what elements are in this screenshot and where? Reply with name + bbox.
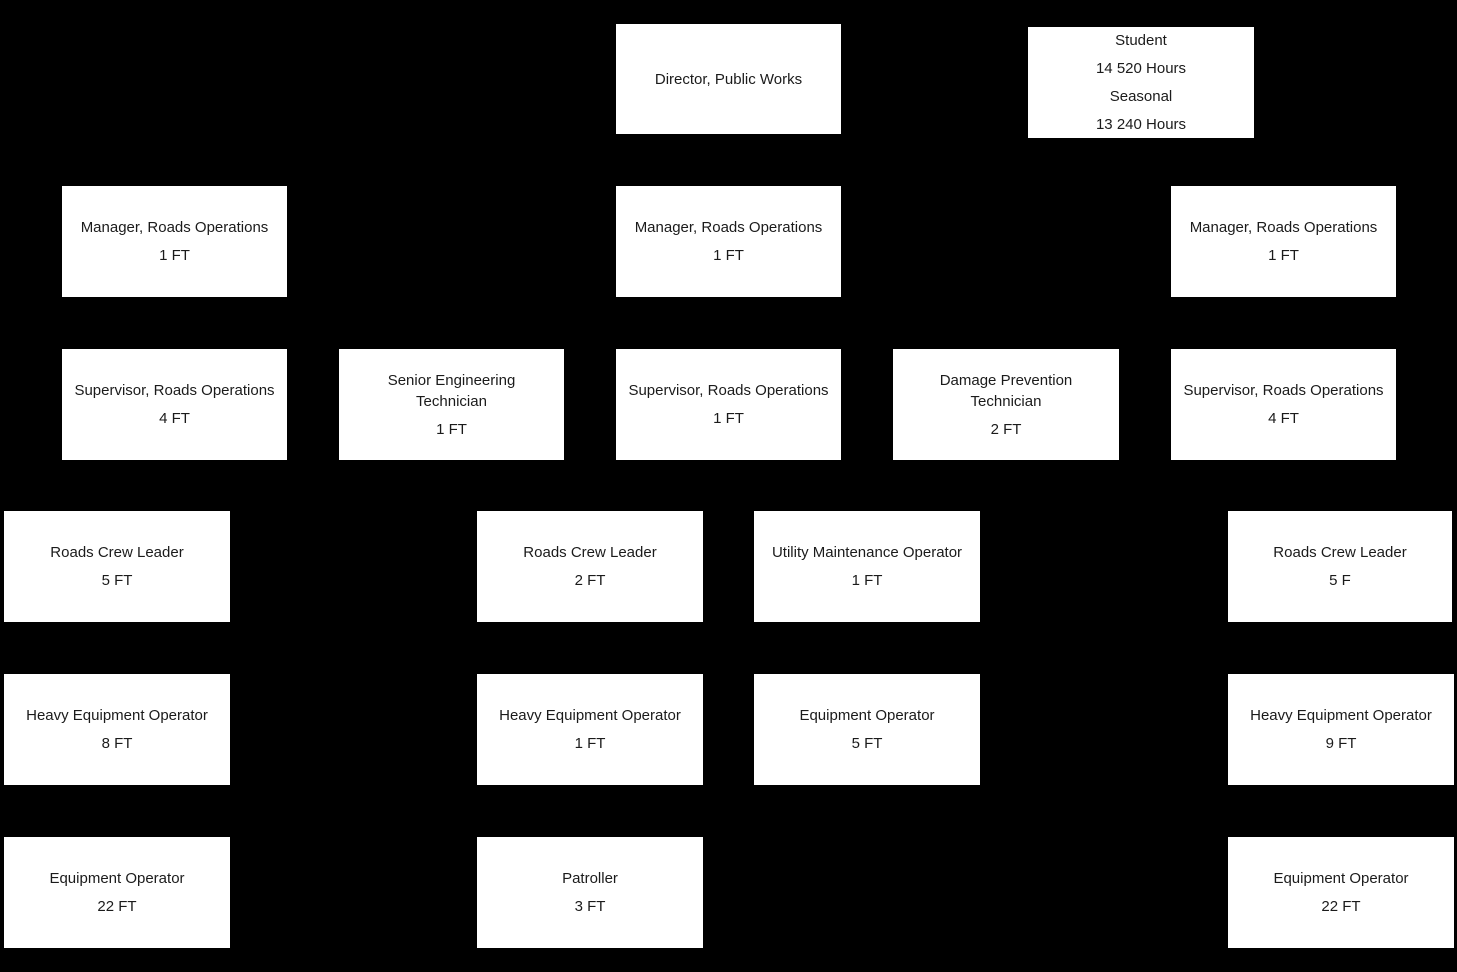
box-title: Roads Crew Leader — [50, 544, 184, 561]
box-title: Equipment Operator — [49, 870, 185, 887]
box-title: Manager, Roads Operations — [634, 219, 823, 236]
box-count: 5 FT — [101, 572, 133, 589]
box-title: Senior Engineering Technician — [387, 371, 516, 410]
box-title: Supervisor, Roads Operations — [1183, 382, 1384, 399]
box-title: Heavy Equipment Operator — [26, 707, 208, 724]
box-title: Patroller — [562, 870, 618, 887]
org-box-supervisor-roads-operations-center: Supervisor, Roads Operations 1 FT — [616, 349, 841, 460]
org-box-patroller: Patroller 3 FT — [477, 837, 703, 948]
org-box-utility-maintenance-operator: Utility Maintenance Operator 1 FT — [754, 511, 980, 622]
org-box-heavy-equipment-operator-left: Heavy Equipment Operator 8 FT — [4, 674, 230, 785]
org-box-equipment-operator-right: Equipment Operator 22 FT — [1228, 837, 1454, 948]
box-count: 1 FT — [436, 420, 467, 438]
box-title: Supervisor, Roads Operations — [628, 382, 829, 399]
box-count: 3 FT — [574, 898, 606, 915]
box-title: Utility Maintenance Operator — [771, 544, 963, 561]
org-box-manager-roads-operations-right: Manager, Roads Operations 1 FT — [1171, 186, 1396, 297]
box-title: Manager, Roads Operations — [80, 219, 269, 236]
org-box-roads-crew-leader-right: Roads Crew Leader 5 F — [1228, 511, 1452, 622]
box-count: 2 FT — [574, 572, 606, 589]
box-count: 1 FT — [851, 572, 883, 589]
org-box-manager-roads-operations-center: Manager, Roads Operations 1 FT — [616, 186, 841, 297]
box-count: 4 FT — [159, 410, 190, 427]
box-title: Director, Public Works — [654, 70, 803, 88]
org-box-manager-roads-operations-left: Manager, Roads Operations 1 FT — [62, 186, 287, 297]
box-count: 1 FT — [713, 247, 744, 264]
box-title: Equipment Operator — [1273, 870, 1409, 887]
box-count: 1 FT — [713, 410, 744, 427]
org-box-director-public-works: Director, Public Works — [616, 24, 841, 134]
org-box-heavy-equipment-operator-mid: Heavy Equipment Operator 1 FT — [477, 674, 703, 785]
box-title: Heavy Equipment Operator — [499, 707, 681, 724]
box-count: 1 FT — [159, 247, 190, 264]
box-count: 8 FT — [101, 735, 133, 752]
org-box-equipment-operator-mid: Equipment Operator 5 FT — [754, 674, 980, 785]
box-count: 1 FT — [1268, 247, 1299, 264]
box-count: 4 FT — [1268, 410, 1299, 427]
box-title: Manager, Roads Operations — [1189, 219, 1378, 236]
box-title: Supervisor, Roads Operations — [74, 382, 275, 399]
org-box-roads-crew-leader-mid: Roads Crew Leader 2 FT — [477, 511, 703, 622]
org-box-equipment-operator-left: Equipment Operator 22 FT — [4, 837, 230, 948]
box-title: Heavy Equipment Operator — [1250, 707, 1432, 724]
org-box-damage-prevention-technician: Damage Prevention Technician 2 FT — [893, 349, 1119, 460]
box-count: 22 FT — [97, 898, 137, 915]
box-title: Roads Crew Leader — [523, 544, 657, 561]
org-box-roads-crew-leader-left: Roads Crew Leader 5 FT — [4, 511, 230, 622]
box-count: 5 F — [1329, 572, 1351, 589]
box-count: 2 FT — [990, 420, 1022, 438]
box-count: 5 FT — [851, 735, 883, 752]
org-box-student-seasonal: Student 14 520 Hours Seasonal 13 240 Hou… — [1028, 27, 1254, 138]
org-box-supervisor-roads-operations-right: Supervisor, Roads Operations 4 FT — [1171, 349, 1396, 460]
box-count: 1 FT — [574, 735, 606, 752]
box-count: 9 FT — [1325, 735, 1357, 752]
box-title: Student 14 520 Hours Seasonal 13 240 Hou… — [1095, 31, 1187, 133]
org-box-senior-engineering-technician: Senior Engineering Technician 1 FT — [339, 349, 564, 460]
box-title: Roads Crew Leader — [1273, 544, 1407, 561]
box-title: Equipment Operator — [799, 707, 935, 724]
box-title: Damage Prevention Technician — [939, 371, 1073, 410]
org-box-heavy-equipment-operator-right: Heavy Equipment Operator 9 FT — [1228, 674, 1454, 785]
box-count: 22 FT — [1321, 898, 1361, 915]
org-box-supervisor-roads-operations-left: Supervisor, Roads Operations 4 FT — [62, 349, 287, 460]
